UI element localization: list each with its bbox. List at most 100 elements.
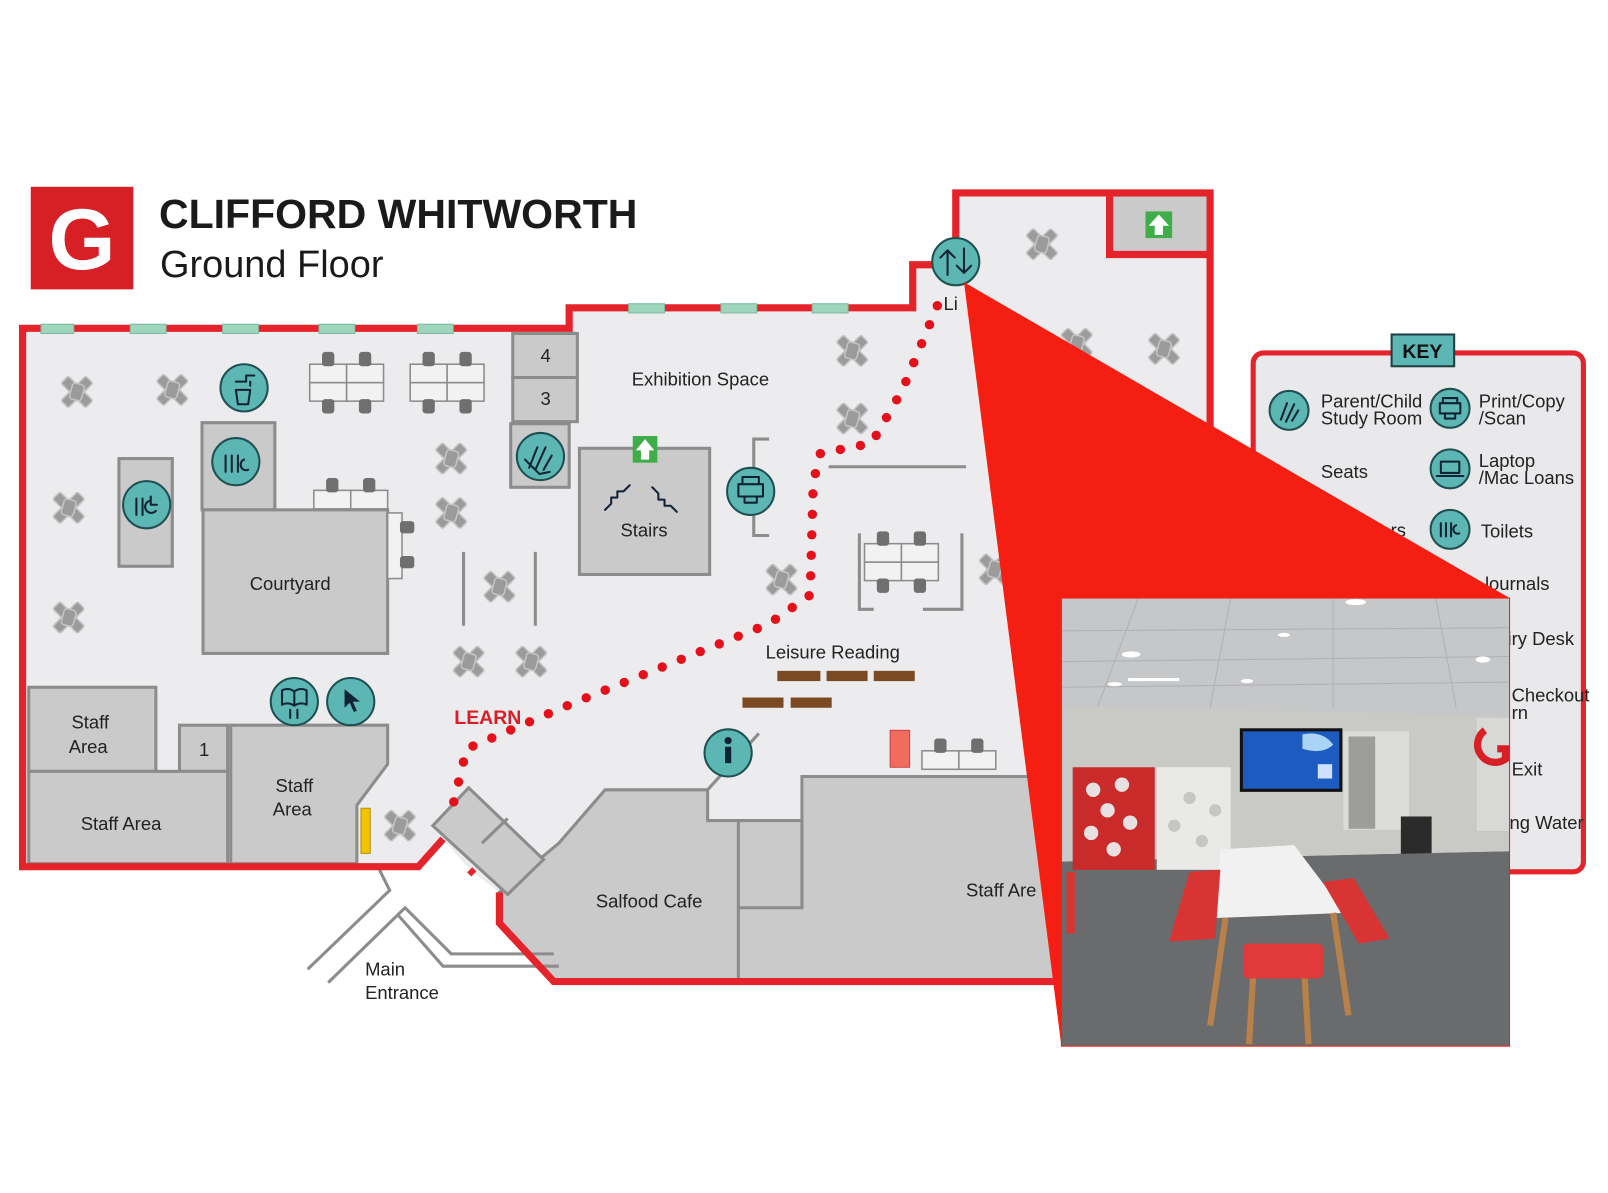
exhibition-space-label: Exhibition Space [632, 369, 769, 390]
route-dot [916, 338, 927, 349]
key-item-label: Study Room [1321, 408, 1422, 429]
key-title: KEY [1402, 341, 1442, 363]
lift-label: Li [943, 293, 957, 314]
route-dot [909, 357, 919, 368]
leisure-reading-label: Leisure Reading [766, 642, 900, 663]
key-item-label: Exit [1512, 758, 1543, 779]
key-title-box [1390, 333, 1456, 368]
route-dot [891, 395, 902, 405]
room-4-label: 4 [540, 345, 550, 366]
route-dot [932, 301, 943, 311]
desk-cluster [308, 351, 385, 414]
main-entrance-label: Main [365, 958, 405, 979]
seat-icon [836, 335, 869, 367]
yellow-marker [360, 807, 371, 854]
route-dot [804, 591, 814, 601]
seat-icon [435, 442, 468, 475]
cafe-label: Salfood Cafe [596, 891, 703, 912]
route-dot [562, 700, 572, 711]
route-dot [924, 319, 935, 330]
outer-walls [18, 189, 1214, 986]
parent-child-icon [515, 431, 566, 482]
logo [30, 186, 134, 290]
toilets-icon [1429, 508, 1471, 550]
seat-icon [452, 645, 485, 678]
floor-subtitle: Ground Floor [160, 244, 384, 286]
route-dot [752, 623, 762, 634]
printer-icon [726, 466, 776, 516]
seat-icon [435, 497, 468, 529]
seat-icon [1148, 332, 1180, 365]
route-dot [638, 669, 648, 680]
room-3-label: 3 [540, 388, 550, 409]
building-title: CLIFFORD WHITWORTH [159, 191, 637, 237]
seat-icon [156, 373, 189, 406]
staff-area-label: Area [69, 736, 109, 757]
route-dot [901, 376, 911, 387]
seat-icon [61, 376, 93, 408]
logo-letter: G [49, 192, 116, 288]
staff-area-2 [27, 769, 230, 866]
route-dot [855, 440, 866, 451]
route-label: LEARN [454, 707, 521, 729]
route-dot [458, 757, 469, 767]
route-dot [714, 639, 724, 649]
red-marker [889, 729, 911, 768]
location-photo [1061, 597, 1510, 1047]
key-item-label: Toilets [1481, 521, 1533, 542]
room-3 [511, 376, 579, 424]
route-dot [657, 662, 667, 672]
lift-icon [931, 237, 981, 287]
leisure-reading-shelves [742, 670, 915, 708]
desk-cluster [921, 738, 997, 771]
route-dot [808, 489, 818, 499]
route-dot [881, 412, 892, 423]
printer-icon [1429, 387, 1471, 429]
staff-area-1 [27, 685, 158, 773]
stairs-label: Stairs [620, 520, 667, 541]
key-item-label: rn [1512, 702, 1528, 723]
seat-icon [483, 570, 516, 603]
desk-cluster [409, 351, 485, 414]
parent-child-icon [1268, 389, 1310, 431]
seat-icon [836, 402, 869, 435]
exit-icon [632, 436, 658, 463]
main-entrance-label: Entrance [365, 982, 439, 1003]
toilets-icon [211, 437, 261, 487]
stairs-icon [604, 484, 678, 513]
route-dot [449, 797, 459, 807]
route-dot [810, 468, 821, 479]
key-item-label: /Scan [1479, 408, 1526, 429]
desk-cluster [863, 531, 940, 593]
route-dot [524, 717, 535, 727]
laptop-icon [1429, 448, 1471, 490]
header: G CLIFFORD WHITWORTH Ground Floor [30, 186, 637, 290]
desk-cluster [386, 512, 415, 580]
route-dot [600, 685, 610, 695]
accessible-toilet-icon [122, 480, 172, 530]
seat-icon [515, 645, 548, 678]
seat-icon [1026, 228, 1058, 261]
courtyard-label: Courtyard [250, 573, 331, 594]
exit-icon [1145, 211, 1173, 239]
route-dot [676, 654, 686, 665]
route-dot [487, 733, 497, 743]
route-dot [871, 430, 881, 441]
route-dot [787, 602, 797, 613]
route-dot [695, 646, 705, 657]
staff-area-label: Staff [71, 711, 109, 732]
route-dot [453, 777, 464, 787]
self-checkout-icon [326, 677, 376, 727]
photo-frame [1060, 597, 1511, 1047]
key-item-label: Parent/Child [1321, 390, 1422, 411]
route-dot [505, 725, 516, 735]
route-dot [543, 709, 554, 719]
key-item-label: iry Desk [1508, 628, 1575, 649]
key-item-label: Seats [1321, 461, 1368, 482]
route-dot [805, 571, 816, 581]
key-item-label: ng Water [1510, 812, 1584, 833]
seat-icon [765, 563, 798, 596]
room-1 [177, 723, 230, 773]
book-return-icon [269, 677, 319, 727]
route-dot [807, 530, 817, 540]
